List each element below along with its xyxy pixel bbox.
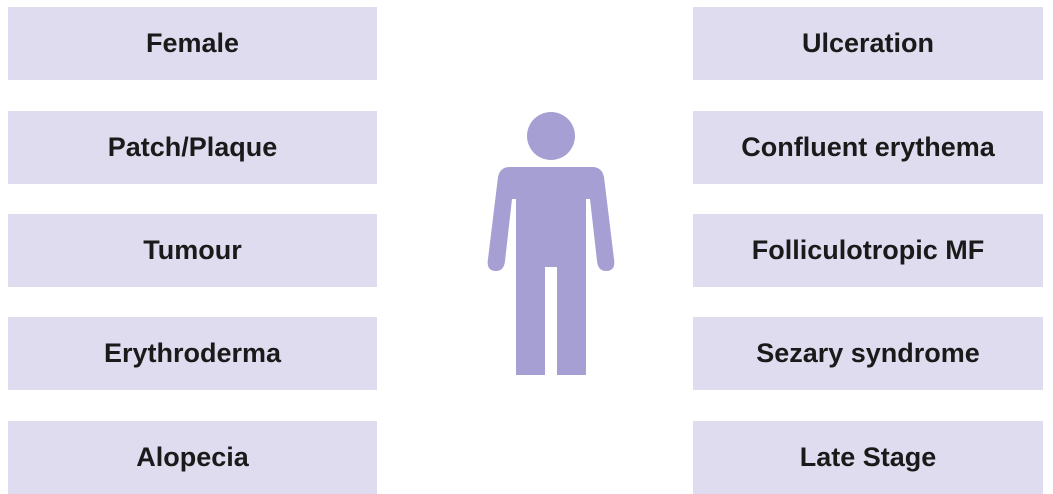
label-box-late-stage: Late Stage [693, 421, 1043, 494]
label-box-confluent-erythema: Confluent erythema [693, 111, 1043, 184]
label-text: Patch/Plaque [107, 132, 278, 162]
label-text: Female [145, 28, 240, 58]
label-text: Folliculotropic MF [751, 235, 985, 265]
label-text: Late Stage [799, 442, 937, 472]
label-box-patch-plaque: Patch/Plaque [8, 111, 377, 184]
label-box-folliculotropic-mf: Folliculotropic MF [693, 214, 1043, 287]
label-box-female: Female [8, 7, 377, 80]
label-text: Sezary syndrome [756, 338, 980, 368]
label-text: Confluent erythema [741, 132, 995, 162]
person-icon [486, 109, 616, 375]
label-text: Alopecia [136, 442, 249, 472]
label-box-alopecia: Alopecia [8, 421, 377, 494]
label-text: Erythroderma [103, 338, 282, 368]
label-box-ulceration: Ulceration [693, 7, 1043, 80]
label-box-sezary-syndrome: Sezary syndrome [693, 317, 1043, 390]
label-text: Tumour [143, 235, 242, 265]
label-box-tumour: Tumour [8, 214, 377, 287]
label-box-erythroderma: Erythroderma [8, 317, 377, 390]
label-text: Ulceration [801, 28, 935, 58]
